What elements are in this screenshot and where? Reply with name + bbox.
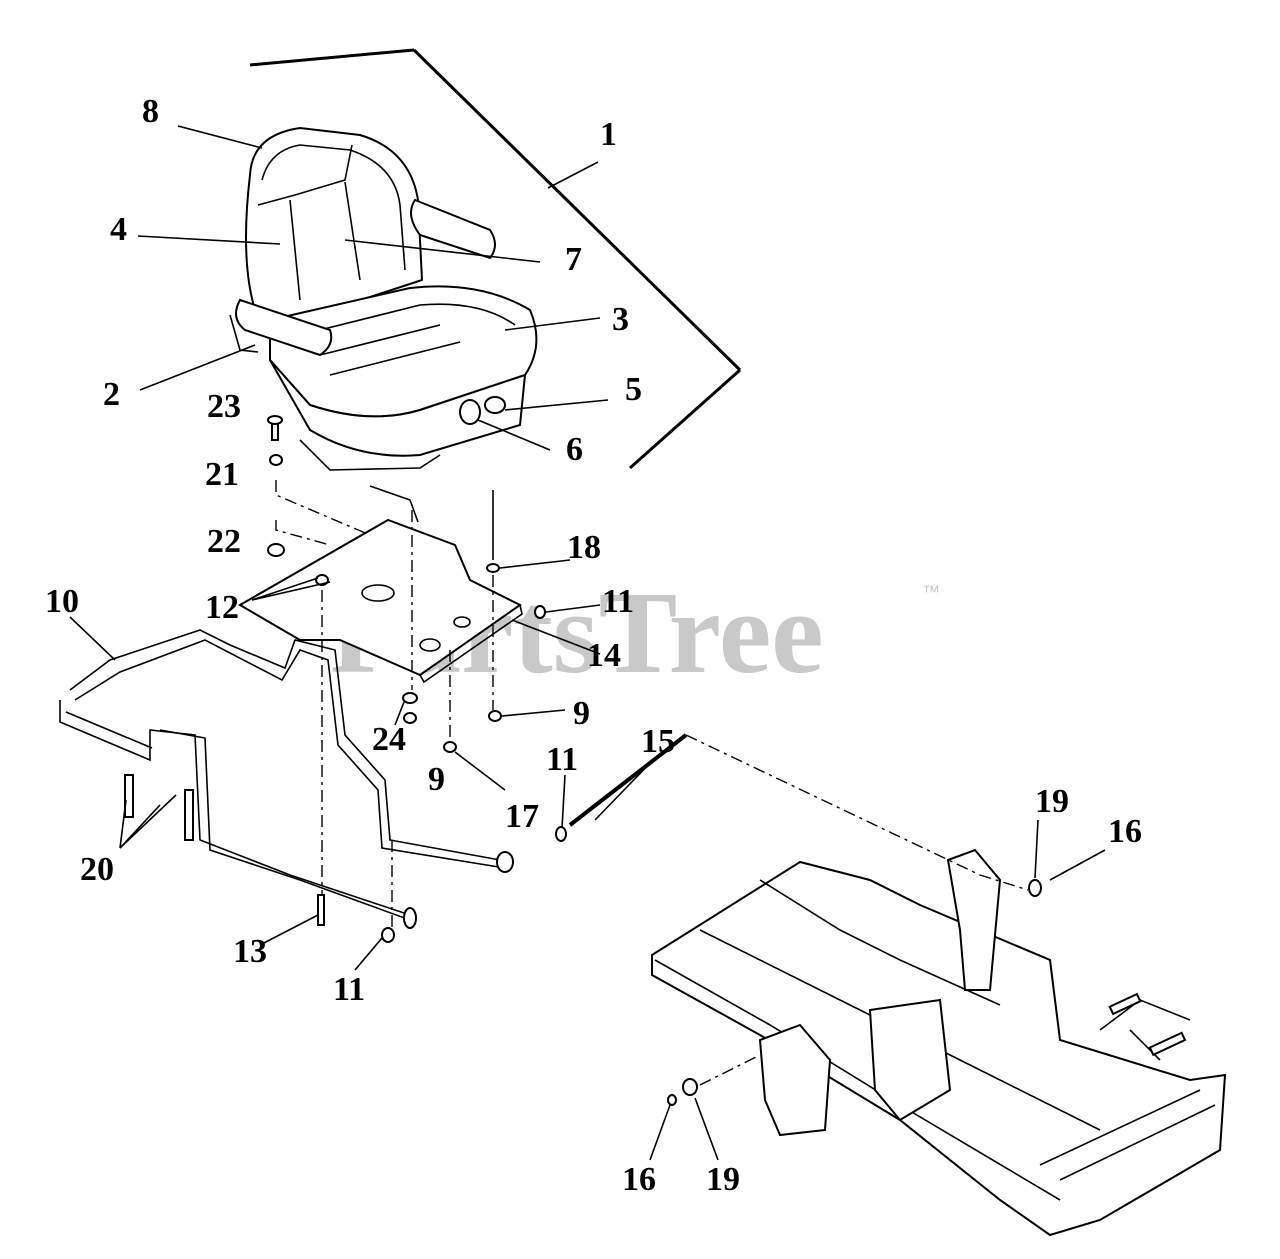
- callout-2: 2: [103, 376, 120, 413]
- callout-24: 24: [372, 721, 406, 758]
- callout-22: 22: [207, 523, 241, 560]
- callout-11-lower: 11: [333, 971, 365, 1008]
- callout-23: 23: [207, 388, 241, 425]
- callout-9-right: 9: [573, 695, 590, 732]
- wire-harness-illustration: [59, 629, 514, 929]
- callout-9-center: 9: [428, 761, 445, 798]
- callout-3: 3: [612, 301, 629, 338]
- watermark-trademark: ™: [922, 582, 940, 602]
- leader-lines: [69, 125, 1106, 1161]
- seat-plate-illustration: [238, 485, 523, 684]
- callout-8: 8: [142, 93, 159, 130]
- callout-19-lower: 19: [706, 1161, 740, 1198]
- callout-11-upper: 11: [602, 583, 634, 620]
- callout-5: 5: [625, 371, 642, 408]
- callout-15: 15: [641, 723, 675, 760]
- callout-20: 20: [80, 851, 114, 888]
- phantom-lines: [275, 480, 1029, 1086]
- callout-10: 10: [45, 583, 79, 620]
- seat-assembly-bracket: [249, 48, 742, 470]
- callout-18: 18: [567, 529, 601, 566]
- callout-19-upper: 19: [1035, 783, 1069, 820]
- callout-1: 1: [600, 116, 617, 153]
- hardware-illustration: [267, 415, 1042, 1106]
- seat-illustration: [229, 126, 538, 471]
- callout-7: 7: [565, 241, 582, 278]
- mower-frame-illustration: [651, 848, 1227, 1237]
- callout-4: 4: [110, 211, 127, 248]
- callout-16-upper: 16: [1108, 813, 1142, 850]
- callout-11-middle: 11: [546, 741, 578, 778]
- callout-14: 14: [587, 637, 621, 674]
- callout-17: 17: [505, 798, 539, 835]
- callout-12: 12: [205, 589, 239, 626]
- callout-16-lower: 16: [622, 1161, 656, 1198]
- callout-labels: 1 2 3 4 5 6 7 8 9 9 10 11 11 11 12 13 14…: [45, 93, 1142, 1198]
- callout-21: 21: [205, 456, 239, 493]
- callout-6: 6: [566, 431, 583, 468]
- callout-13: 13: [233, 933, 267, 970]
